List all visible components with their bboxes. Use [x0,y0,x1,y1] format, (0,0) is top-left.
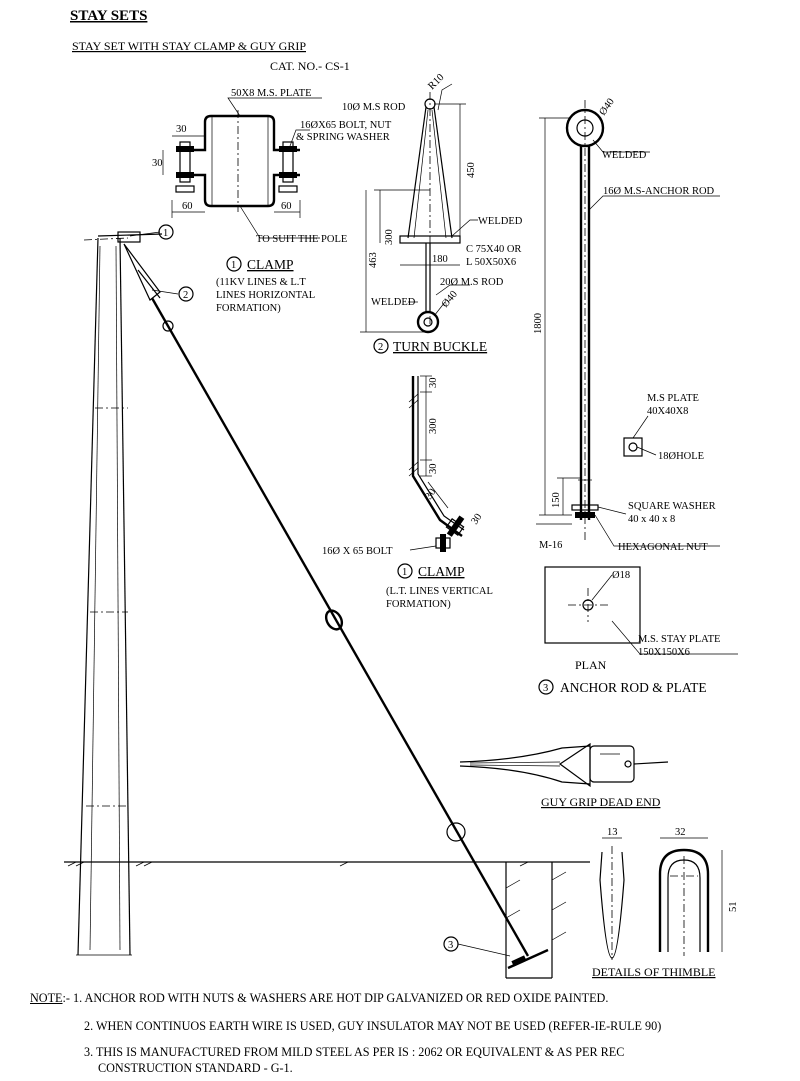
ar-d18: Ø18 [612,570,630,581]
cv-d300: 300 [428,418,439,434]
note-1-row: NOTE:- 1. ANCHOR ROD WITH NUTS & WASHERS… [30,990,608,1007]
page-title: STAY SETS [70,8,147,24]
turn-buckle-drawing [360,83,478,334]
tb-welded-2: WELDED [371,297,416,308]
clamp-h-desc-3: FORMATION) [216,303,281,314]
ar-title: ANCHOR ROD & PLATE [560,680,707,695]
callout-3-circle [443,936,459,952]
ar-stay-2: 150X150X6 [638,647,690,658]
callout-3: 3 [448,940,453,951]
ar-rod: 16Ø M.S-ANCHOR ROD [603,186,715,197]
tb-d300: 300 [384,229,395,245]
tb-rod20: 20Ø M.S ROD [440,277,504,288]
thimble-title: DETAILS OF THIMBLE [592,965,715,979]
tb-title: TURN BUCKLE [393,339,487,354]
clamp-dim-30-top: 30 [176,124,187,135]
guy-grip-drawing [459,742,669,788]
clamp-h-desc-2: LINES HORIZONTAL [216,290,315,301]
clamp-horizontal-drawing [162,97,322,239]
ar-washer-2: 40 x 40 x 8 [628,514,675,525]
ar-d1800: 1800 [533,313,544,334]
cv-bolt: 16Ø X 65 BOLT [322,546,393,557]
clamp-dim-60-right: 60 [281,201,292,212]
ar-washer-1: SQUARE WASHER [628,501,716,512]
ar-d150: 150 [551,492,562,508]
thimble-d51: 51 [728,902,739,913]
ar-plan: PLAN [575,658,607,672]
callout-2: 2 [183,290,188,301]
clamp-h-number: 1 [231,260,236,271]
callout-1-circle [158,224,174,240]
cv-title: CLAMP [418,564,465,579]
note-2: 2. WHEN CONTINUOS EARTH WIRE IS USED, GU… [84,1019,662,1033]
tb-d180: 180 [432,254,448,265]
note-label: NOTE [30,991,63,1005]
cv-d30b: 30 [428,464,439,475]
ar-plate-1: M.S PLATE [647,393,699,404]
callout-1: 1 [163,228,168,239]
clamp-h-desc-1: (11KV LINES & L.T [216,277,306,288]
cv-d30d: 30 [469,512,484,527]
thimble-drawing [599,837,723,960]
tb-number: 2 [378,342,383,353]
main-assembly-drawing [64,231,590,979]
ar-nut: HEXAGONAL NUT [618,542,708,553]
ar-d40: Ø40 [597,97,616,118]
note-3a: 3. THIS IS MANUFACTURED FROM MILD STEEL … [84,1045,625,1059]
tb-channel-2: L 50X50X6 [466,257,516,268]
clamp-h-title: CLAMP [247,257,294,272]
tb-rod10: 10Ø M.S ROD [342,102,406,113]
tb-d463: 463 [368,252,379,268]
page-subtitle: STAY SET WITH STAY CLAMP & GUY GRIP [72,39,306,53]
callout-2-circle [178,286,194,302]
clamp-dim-30-side: 30 [152,158,163,169]
tb-d40: Ø40 [440,289,460,310]
ar-welded: WELDED [602,150,647,161]
guy-grip-title: GUY GRIP DEAD END [541,795,661,809]
note-1: 1. ANCHOR ROD WITH NUTS & WASHERS ARE HO… [73,991,609,1005]
cv-d30a: 30 [428,378,439,389]
thimble-d32: 32 [675,827,686,838]
clamp-dim-60-left: 60 [182,201,193,212]
clamp-bolt-label-1: 16ØX65 BOLT, NUT [300,120,392,131]
cv-desc-2: FORMATION) [386,599,451,610]
cv-number: 1 [402,567,407,578]
clamp-h-number-circle [226,256,242,272]
note-3b: CONSTRUCTION STANDARD - G-1. [98,1061,293,1075]
ar-number-circle [538,679,554,695]
clamp-bolt-label-2: & SPRING WASHER [296,132,390,143]
ar-plate-2: 40X40X8 [647,406,688,417]
tb-channel-1: C 75X40 OR [466,244,521,255]
anchor-rod-drawing [536,100,738,655]
tb-number-circle [373,338,389,354]
cv-d30c: 30 [423,487,438,502]
tb-d450: 450 [466,162,477,178]
ar-m16: M-16 [539,540,562,551]
tb-welded-1: WELDED [478,216,523,227]
clamp-suit-pole-label: TO SUIT THE POLE [256,234,347,245]
cv-number-circle [397,563,413,579]
clamp-plate-label: 50X8 M.S. PLATE [231,88,312,99]
clamp-vertical-drawing [408,375,465,552]
catalogue-number: CAT. NO.- CS-1 [270,59,350,73]
ar-stay-1: M.S. STAY PLATE [638,634,720,645]
cv-desc-1: (L.T. LINES VERTICAL [386,586,493,597]
ar-hole: 18ØHOLE [658,451,704,462]
note-separator: :- [62,991,73,1005]
ar-number: 3 [543,683,548,694]
thimble-d13: 13 [607,827,618,838]
